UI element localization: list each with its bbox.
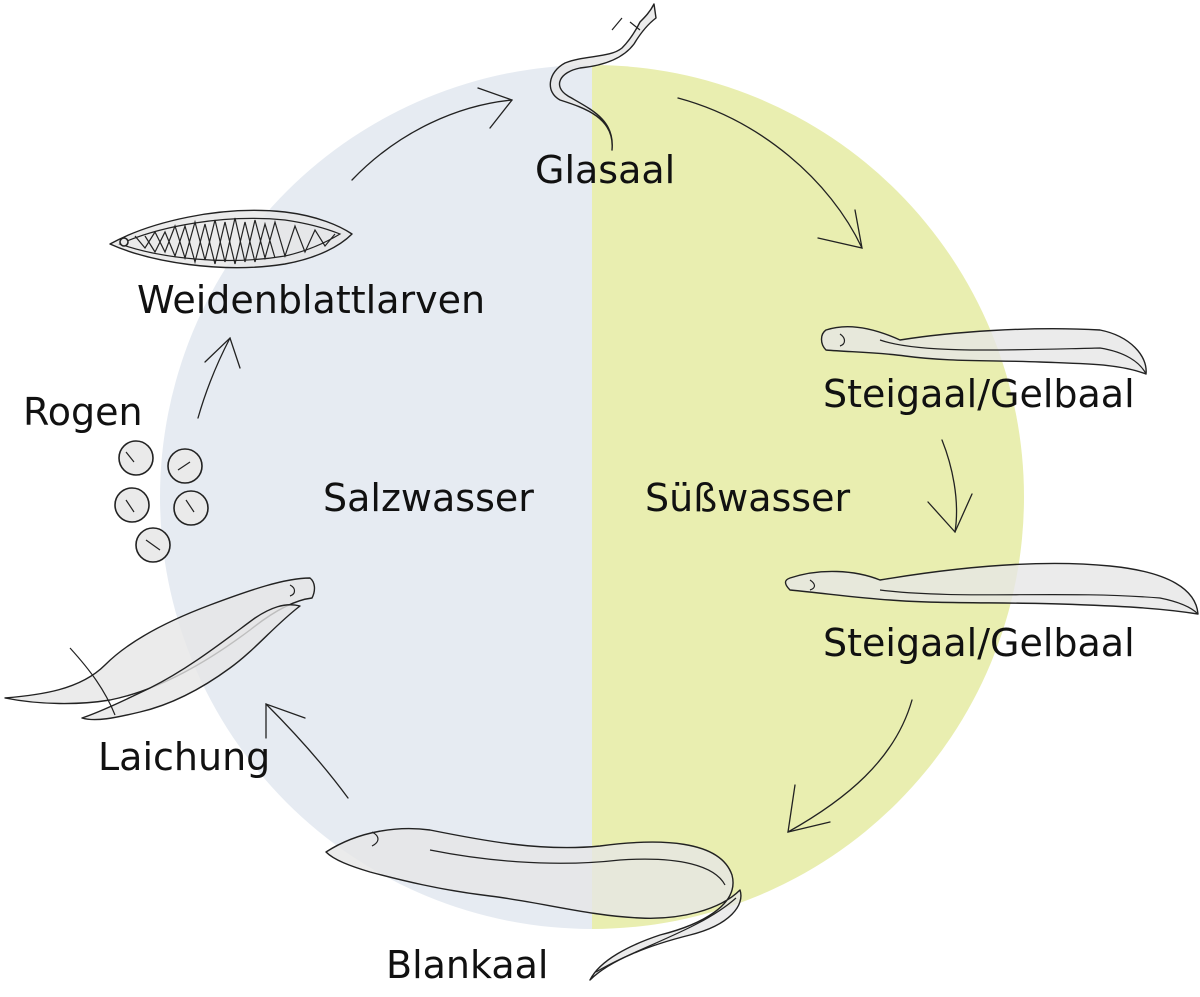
glass-eel-icon: [549, 3, 657, 151]
label-rogen: Rogen: [23, 390, 143, 434]
egg-icon: [114, 487, 150, 523]
label-blankaal: Blankaal: [386, 943, 548, 987]
yellow-eel-icon: [784, 562, 1199, 615]
habitat-circle: [160, 65, 1024, 929]
cycle-arrows: [197, 87, 973, 833]
label-salzwasser: Salzwasser: [323, 476, 534, 520]
fresh-water-region: [592, 65, 1024, 929]
spawning-eels-icon: [4, 577, 316, 721]
stage-labels: Glasaal Weidenblattlarven Rogen Steigaal…: [23, 148, 1135, 987]
label-suesswasser: Süßwasser: [645, 476, 850, 520]
label-glasaal: Glasaal: [535, 148, 675, 192]
label-steigaal-2: Steigaal/Gelbaal: [823, 621, 1135, 665]
arrow-steigaal-to-steigaal: [927, 439, 973, 534]
salt-water-region: [160, 65, 592, 929]
egg-icon: [118, 440, 154, 476]
arrow-rogen-to-larva: [197, 336, 241, 419]
roe-eggs: [114, 440, 209, 563]
arrow-blankaal-to-laichung: [265, 703, 349, 799]
silver-eel-icon: [325, 827, 742, 981]
leptocephalus-larva-icon: [109, 209, 353, 269]
arrow-glasaal-to-steigaal: [677, 97, 863, 249]
label-weidenblattlarven: Weidenblattlarven: [137, 278, 485, 322]
label-laichung: Laichung: [98, 735, 270, 779]
label-steigaal-1: Steigaal/Gelbaal: [823, 372, 1135, 416]
arrow-larva-to-glasaal: [351, 87, 514, 181]
yellow-eel-icon: [820, 326, 1147, 375]
arrow-steigaal-to-blankaal: [787, 699, 913, 833]
